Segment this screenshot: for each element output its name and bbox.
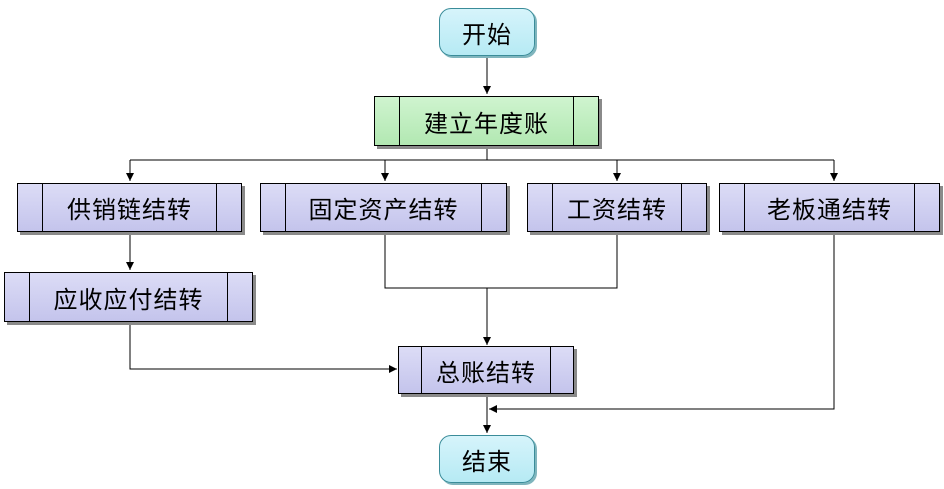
ar-ap-label: 应收应付结转 [53, 285, 204, 314]
general-ledger-node: 总账结转 [398, 346, 574, 394]
laobantong-node: 老板通结转 [719, 183, 940, 232]
right-bar [550, 347, 551, 393]
start-label: 开始 [462, 20, 512, 49]
right-bar [227, 273, 228, 321]
left-bar [552, 184, 553, 231]
left-bar [285, 184, 286, 231]
end-label: 结束 [462, 447, 512, 476]
left-bar [29, 273, 30, 321]
right-bar [216, 184, 217, 231]
build-year-node: 建立年度账 [374, 96, 599, 146]
end-node: 结束 [439, 435, 535, 483]
right-bar [914, 184, 915, 231]
edge-fixed-down [384, 232, 618, 289]
left-bar [744, 184, 745, 231]
start-node: 开始 [439, 8, 535, 56]
ar-ap-node: 应收应付结转 [4, 272, 253, 322]
payroll-label: 工资结转 [567, 196, 667, 224]
fixed-assets-label: 固定资产结转 [308, 196, 459, 224]
supply-chain-label: 供销链结转 [67, 196, 192, 224]
right-bar [681, 184, 682, 231]
left-bar [421, 347, 422, 393]
right-bar [481, 184, 482, 231]
left-bar [399, 97, 400, 145]
edge-laobantong-to-end [489, 232, 835, 413]
general-ledger-label: 总账结转 [436, 358, 536, 387]
edge-arap-to-ledger [129, 322, 397, 373]
laobantong-label: 老板通结转 [767, 196, 892, 224]
payroll-node: 工资结转 [527, 183, 707, 232]
supply-chain-node: 供销链结转 [17, 183, 242, 232]
build-year-label: 建立年度账 [424, 109, 549, 138]
fixed-assets-node: 固定资产结转 [260, 183, 507, 232]
left-bar [42, 184, 43, 231]
right-bar [573, 97, 574, 145]
